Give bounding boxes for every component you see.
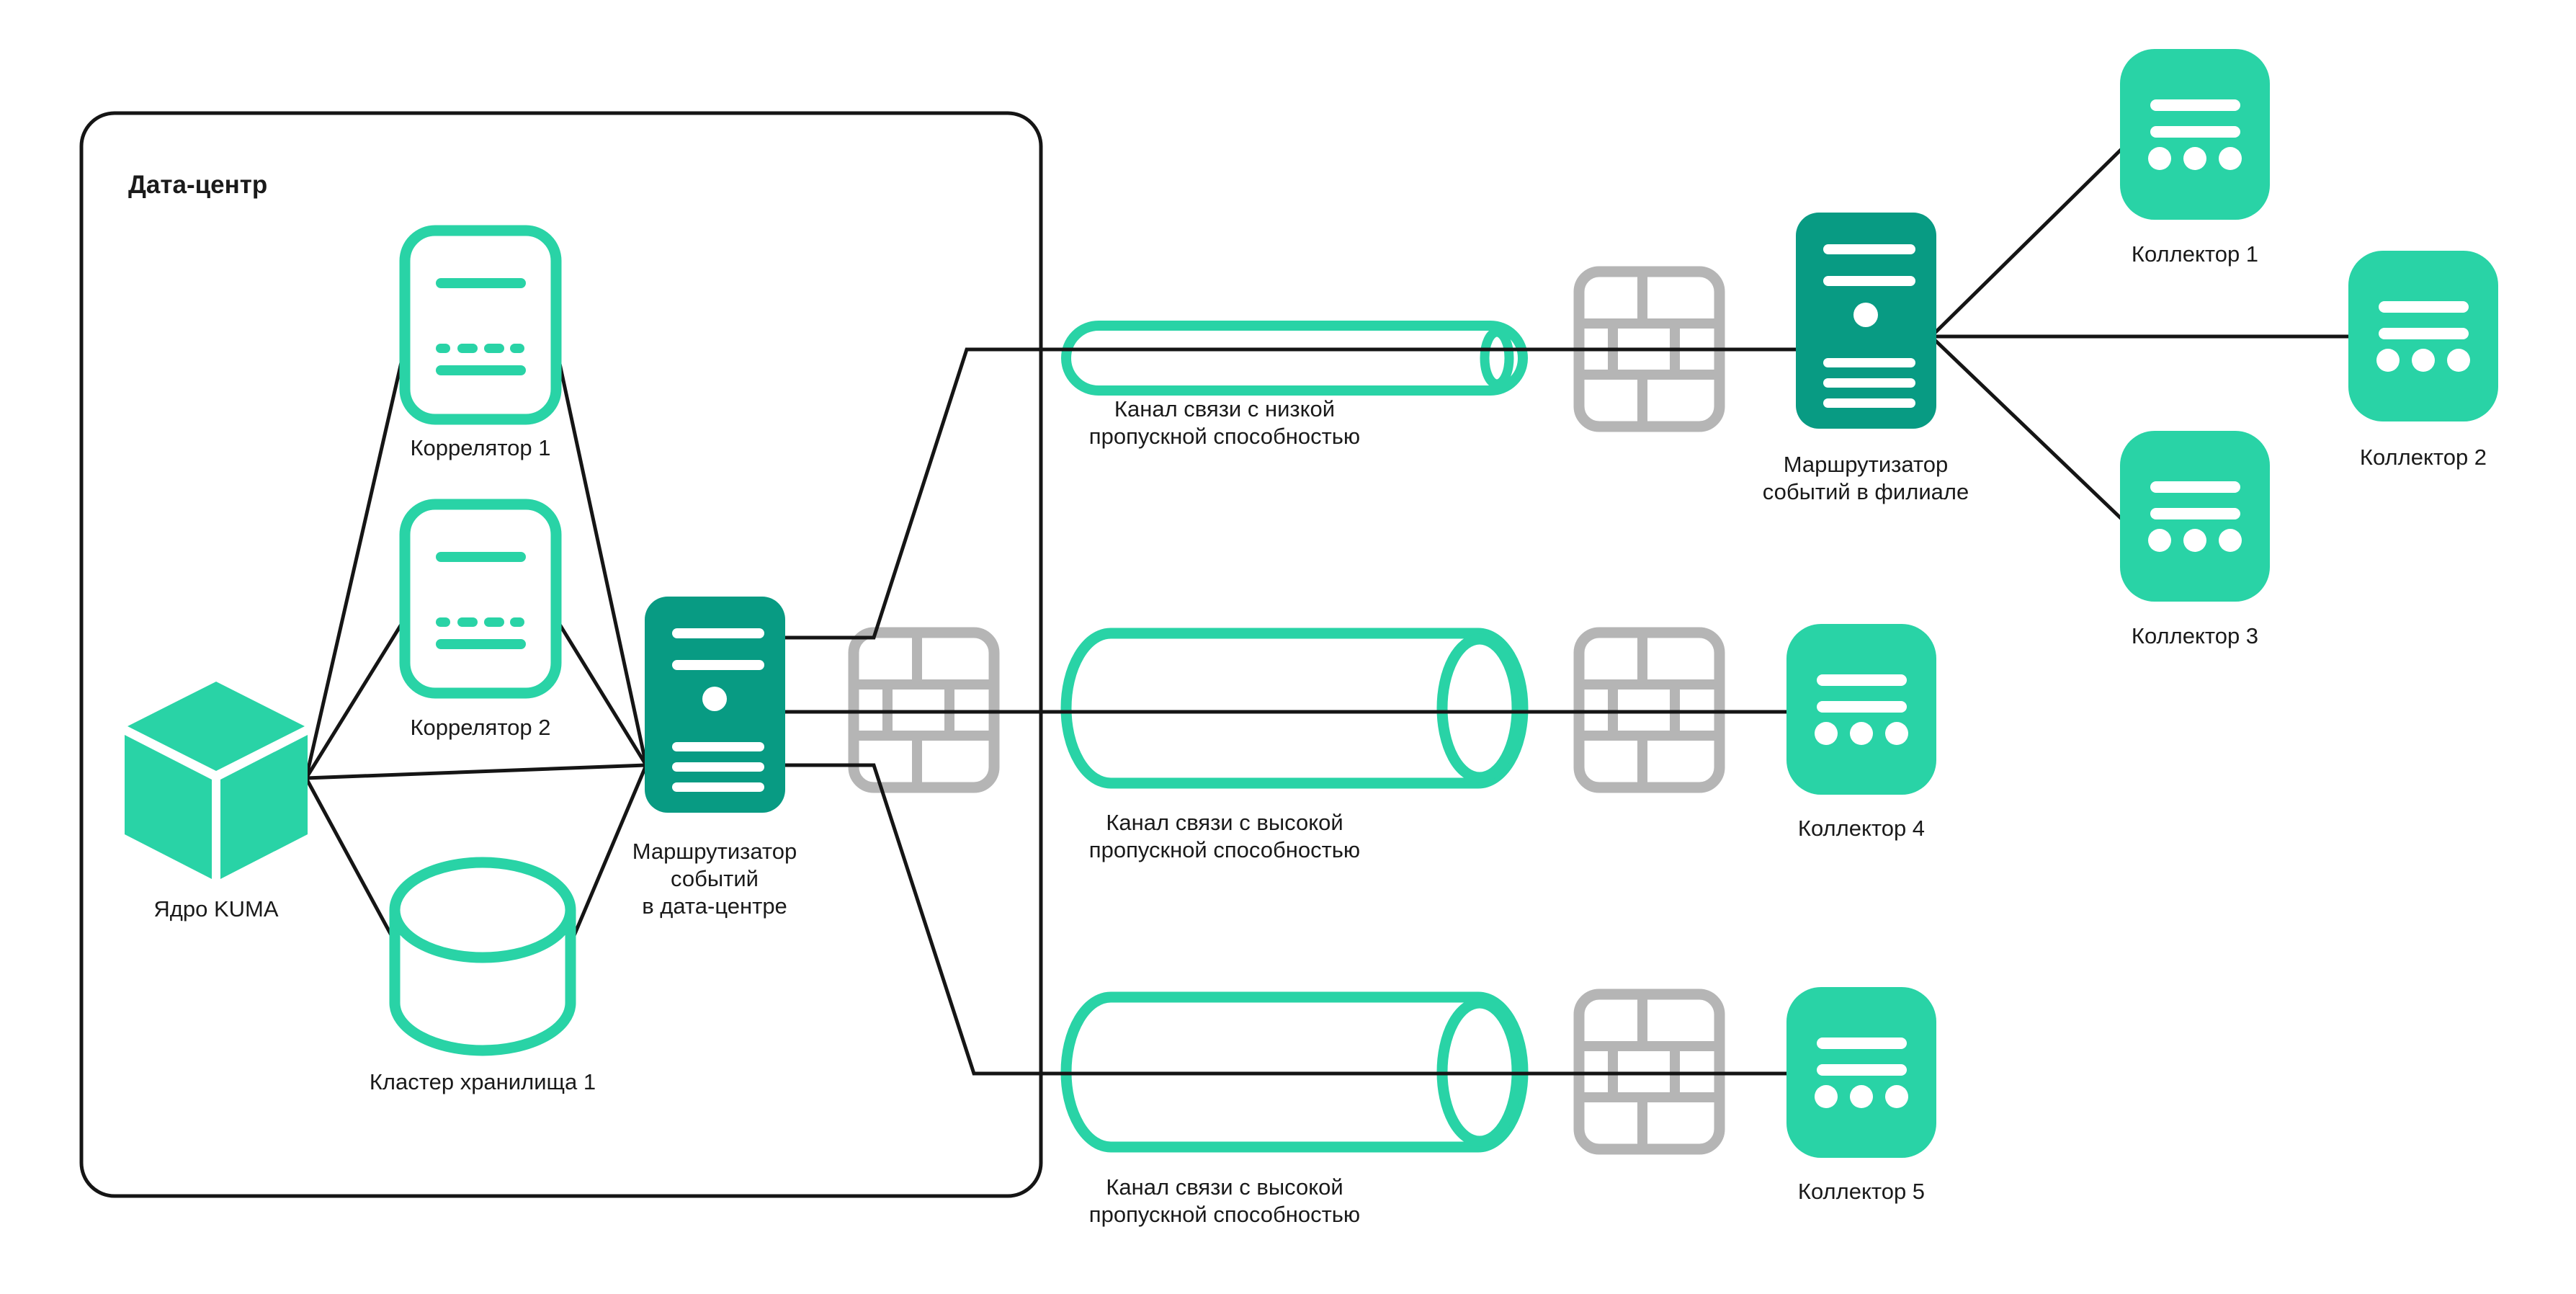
- line-core-to-correlator-1: [304, 343, 408, 779]
- collector-2-node: Коллектор 2: [2348, 251, 2498, 470]
- event-router-datacenter-node: Маршрутизатор событий в дата-центре: [632, 597, 797, 919]
- channel-high-1-label-line-2: пропускной способностью: [1089, 837, 1360, 862]
- event-router-branch-node: Маршрутизатор событий в филиале: [1763, 213, 1969, 504]
- collector-3-label: Коллектор 3: [2132, 623, 2258, 648]
- line-core-to-correlator-2: [304, 616, 408, 780]
- router-datacenter-label-line-1: Маршрутизатор: [632, 839, 797, 864]
- correlator-1-node: Коррелятор 1: [405, 231, 556, 460]
- collector-1-node: Коллектор 1: [2120, 49, 2270, 267]
- wide-pipe-cylinder-icon: [1066, 633, 1523, 783]
- channel-high-1-label-line-1: Канал связи с высокой: [1106, 810, 1343, 835]
- line-correlator-1-to-router: [553, 343, 648, 766]
- collector-card-icon: [1786, 624, 1936, 795]
- collector-4-label: Коллектор 4: [1798, 816, 1925, 841]
- channel-high-bandwidth-1: Канал связи с высокой пропускной способн…: [1066, 633, 1523, 862]
- thin-pipe-cylinder-icon: [1061, 321, 1528, 396]
- storage-cluster-node: Кластер хранилища 1: [370, 857, 596, 1094]
- correlator-1-label: Коррелятор 1: [410, 435, 550, 460]
- router-datacenter-label-line-3: в дата-центре: [642, 893, 787, 919]
- correlator-document-icon: [405, 231, 556, 419]
- collector-5-label: Коллектор 5: [1798, 1179, 1925, 1204]
- kuma-core-node: Ядро KUMA: [125, 682, 308, 922]
- collector-3-node: Коллектор 3: [2120, 431, 2270, 648]
- line-branch-router-to-collector-3: [1933, 339, 2124, 522]
- collector-5-node: Коллектор 5: [1786, 987, 1936, 1204]
- correlator-2-label: Коррелятор 2: [410, 715, 550, 740]
- correlator-document-icon: [405, 504, 556, 693]
- server-tower-icon: [1796, 213, 1936, 429]
- database-cylinder-icon: [389, 857, 576, 1056]
- datacenter-label: Дата-центр: [128, 171, 267, 199]
- server-tower-icon: [645, 597, 785, 813]
- collector-card-icon: [2348, 251, 2498, 421]
- line-core-to-router-datacenter: [305, 763, 647, 780]
- collector-card-icon: [1786, 987, 1936, 1158]
- channel-low-bandwidth: Канал связи с низкой пропускной способно…: [1061, 321, 1528, 449]
- datacenter-boundary-box: [79, 111, 1043, 1198]
- router-datacenter-label-line-2: событий: [671, 866, 759, 891]
- line-storage-to-router: [567, 764, 648, 948]
- channel-low-label-line-1: Канал связи с низкой: [1114, 396, 1335, 421]
- line-router-to-low-channel-to-branch-router: [784, 347, 1797, 640]
- router-branch-label-line-2: событий в филиале: [1763, 479, 1969, 504]
- correlator-2-node: Коррелятор 2: [405, 504, 556, 740]
- connection-lines: [304, 146, 2350, 1076]
- channel-low-label-line-2: пропускной способностью: [1089, 424, 1360, 449]
- line-core-to-storage: [304, 777, 401, 951]
- collector-card-icon: [2120, 49, 2270, 220]
- collector-2-label: Коллектор 2: [2360, 445, 2487, 470]
- line-router-to-high-channel-2-to-collector-5: [784, 763, 1789, 1076]
- line-correlator-2-to-router: [553, 616, 648, 767]
- channel-high-bandwidth-2: Канал связи с высокой пропускной способн…: [1066, 997, 1523, 1227]
- storage-cluster-label: Кластер хранилища 1: [370, 1069, 596, 1094]
- channel-high-2-label-line-2: пропускной способностью: [1089, 1202, 1360, 1227]
- kuma-core-label: Ядро KUMA: [153, 896, 278, 922]
- collector-4-node: Коллектор 4: [1786, 624, 1936, 841]
- line-branch-router-to-collector-1: [1933, 146, 2124, 334]
- router-branch-label-line-1: Маршрутизатор: [1784, 452, 1949, 477]
- collector-card-icon: [2120, 431, 2270, 602]
- channel-high-2-label-line-1: Канал связи с высокой: [1106, 1174, 1343, 1200]
- cube-icon: [125, 682, 308, 879]
- collector-1-label: Коллектор 1: [2132, 241, 2258, 267]
